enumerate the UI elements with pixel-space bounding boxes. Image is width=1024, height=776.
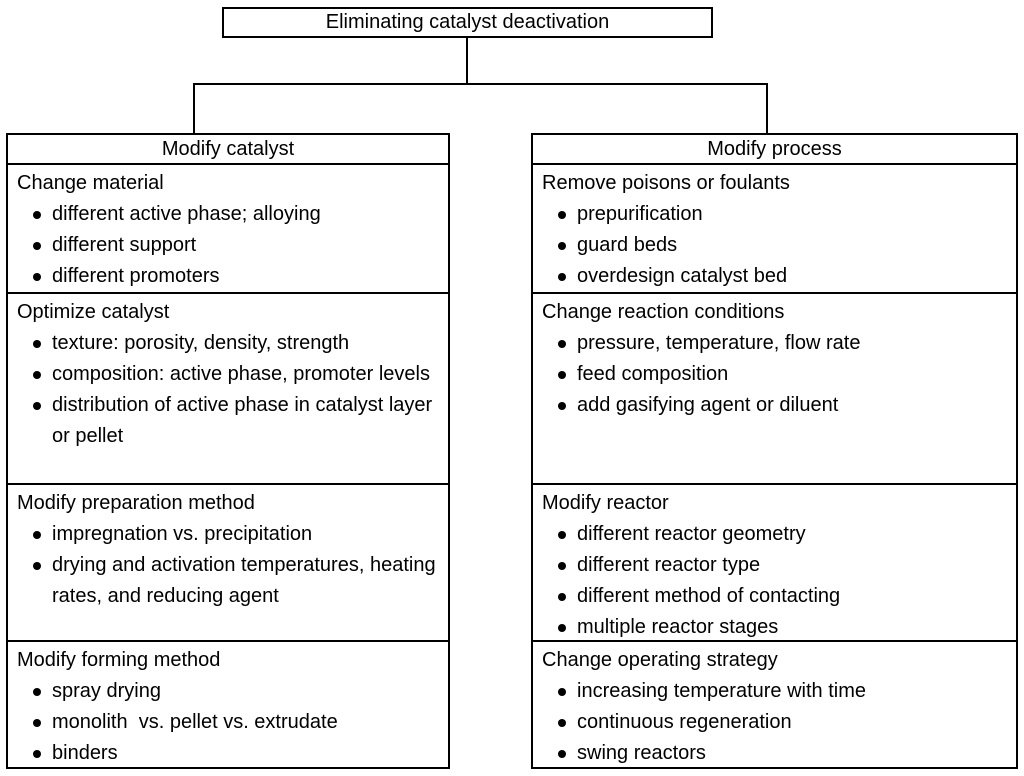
bullet-icon	[33, 402, 41, 410]
list-item: impregnation vs. precipitation	[8, 519, 448, 550]
list-item: add gasifying agent or diluent	[533, 390, 1016, 421]
bullet-icon	[558, 340, 566, 348]
bullet-icon	[33, 750, 41, 758]
list-item-text: feed composition	[577, 363, 729, 385]
section-title: Optimize catalyst	[17, 301, 170, 323]
list-item-text: continuous regeneration	[577, 711, 792, 733]
section-change-material: Change material different active phase; …	[8, 163, 448, 292]
list-item: different method of contacting	[533, 581, 1016, 612]
bullet-icon	[33, 340, 41, 348]
bullet-icon	[558, 242, 566, 250]
list-item-text: different reactor type	[577, 554, 761, 576]
bullet-icon	[33, 719, 41, 727]
list-item: composition: active phase, promoter leve…	[8, 359, 448, 390]
section-title: Modify reactor	[542, 492, 669, 514]
list-item: different reactor type	[533, 550, 1016, 581]
bullet-icon	[33, 273, 41, 281]
list-item: different reactor geometry	[533, 519, 1016, 550]
list-item-text: different promoters	[52, 265, 220, 287]
section-change-reaction-conditions: Change reaction conditions pressure, tem…	[533, 292, 1016, 483]
list-item-text: different active phase; alloying	[52, 203, 321, 225]
bullet-icon	[558, 562, 566, 570]
list-item: increasing temperature with time	[533, 676, 1016, 707]
column-header-modify-process: Modify process	[707, 137, 842, 160]
list-item-text: binders	[52, 742, 118, 764]
list-item-text: add gasifying agent or diluent	[577, 394, 839, 416]
bullet-icon	[558, 624, 566, 632]
list-item-text: drying and activation temperatures, heat…	[52, 554, 442, 607]
list-item-text: composition: active phase, promoter leve…	[52, 363, 430, 385]
list-item: monolith vs. pellet vs. extrudate	[8, 707, 448, 738]
connector-left-leg	[193, 85, 195, 133]
section-title: Modify preparation method	[17, 492, 255, 514]
list-item-text: spray drying	[52, 680, 161, 702]
section-title: Change material	[17, 172, 164, 194]
list-item-text: different support	[52, 234, 197, 256]
list-item-text: monolith vs. pellet vs. extrudate	[52, 711, 338, 733]
list-item-text: prepurification	[577, 203, 703, 225]
bullet-icon	[558, 750, 566, 758]
bullet-icon	[558, 719, 566, 727]
section-remove-poisons-or-foulants: Remove poisons or foulants prepurificati…	[533, 163, 1016, 292]
column-modify-process: Modify process Remove poisons or foulant…	[531, 133, 1018, 769]
bullet-icon	[33, 688, 41, 696]
list-item-text: impregnation vs. precipitation	[52, 523, 313, 545]
column-header-modify-catalyst: Modify catalyst	[161, 137, 295, 160]
list-item: drying and activation temperatures, heat…	[8, 550, 448, 612]
list-item: different promoters	[8, 261, 448, 292]
section-change-operating-strategy: Change operating strategy increasing tem…	[533, 640, 1016, 767]
connector-crossbar	[193, 83, 768, 85]
list-item: prepurification	[533, 199, 1016, 230]
list-item-text: guard beds	[577, 234, 678, 256]
list-item-text: increasing temperature with time	[577, 680, 867, 702]
bullet-icon	[558, 211, 566, 219]
bullet-icon	[33, 242, 41, 250]
list-item: texture: porosity, density, strength	[8, 328, 448, 359]
list-item: binders	[8, 738, 448, 767]
bullet-icon	[558, 593, 566, 601]
section-title: Change operating strategy	[542, 649, 778, 671]
list-item: continuous regeneration	[533, 707, 1016, 738]
root-node: Eliminating catalyst deactivation	[222, 7, 713, 38]
bullet-icon	[558, 531, 566, 539]
connector-root-stem	[466, 38, 468, 84]
list-item-text: overdesign catalyst bed	[577, 265, 788, 287]
bullet-icon	[33, 211, 41, 219]
bullet-icon	[558, 688, 566, 696]
root-node-title: Eliminating catalyst deactivation	[325, 11, 610, 33]
list-item: spray drying	[8, 676, 448, 707]
list-item: pressure, temperature, flow rate	[533, 328, 1016, 359]
list-item: multiple reactor stages	[533, 612, 1016, 640]
bullet-icon	[33, 531, 41, 539]
section-modify-preparation-method: Modify preparation method impregnation v…	[8, 483, 448, 640]
connector-right-leg	[766, 85, 768, 133]
list-item: guard beds	[533, 230, 1016, 261]
list-item-text: multiple reactor stages	[577, 616, 779, 638]
list-item: different support	[8, 230, 448, 261]
section-optimize-catalyst: Optimize catalyst texture: porosity, den…	[8, 292, 448, 483]
bullet-icon	[33, 371, 41, 379]
bullet-icon	[33, 562, 41, 570]
bullet-icon	[558, 273, 566, 281]
list-item: swing reactors	[533, 738, 1016, 767]
list-item-text: texture: porosity, density, strength	[52, 332, 350, 354]
bullet-icon	[558, 371, 566, 379]
section-modify-forming-method: Modify forming method spray drying monol…	[8, 640, 448, 767]
list-item-text: different method of contacting	[577, 585, 841, 607]
list-item-text: different reactor geometry	[577, 523, 806, 545]
section-title: Modify forming method	[17, 649, 221, 671]
list-item: different active phase; alloying	[8, 199, 448, 230]
list-item: overdesign catalyst bed	[533, 261, 1016, 292]
list-item-text: pressure, temperature, flow rate	[577, 332, 861, 354]
bullet-icon	[558, 402, 566, 410]
section-title: Change reaction conditions	[542, 301, 785, 323]
list-item: distribution of active phase in catalyst…	[8, 390, 448, 452]
column-modify-catalyst: Modify catalyst Change material differen…	[6, 133, 450, 769]
list-item: feed composition	[533, 359, 1016, 390]
section-title: Remove poisons or foulants	[542, 172, 790, 194]
list-item-text: distribution of active phase in catalyst…	[52, 394, 438, 447]
list-item-text: swing reactors	[577, 742, 706, 764]
section-modify-reactor: Modify reactor different reactor geometr…	[533, 483, 1016, 640]
